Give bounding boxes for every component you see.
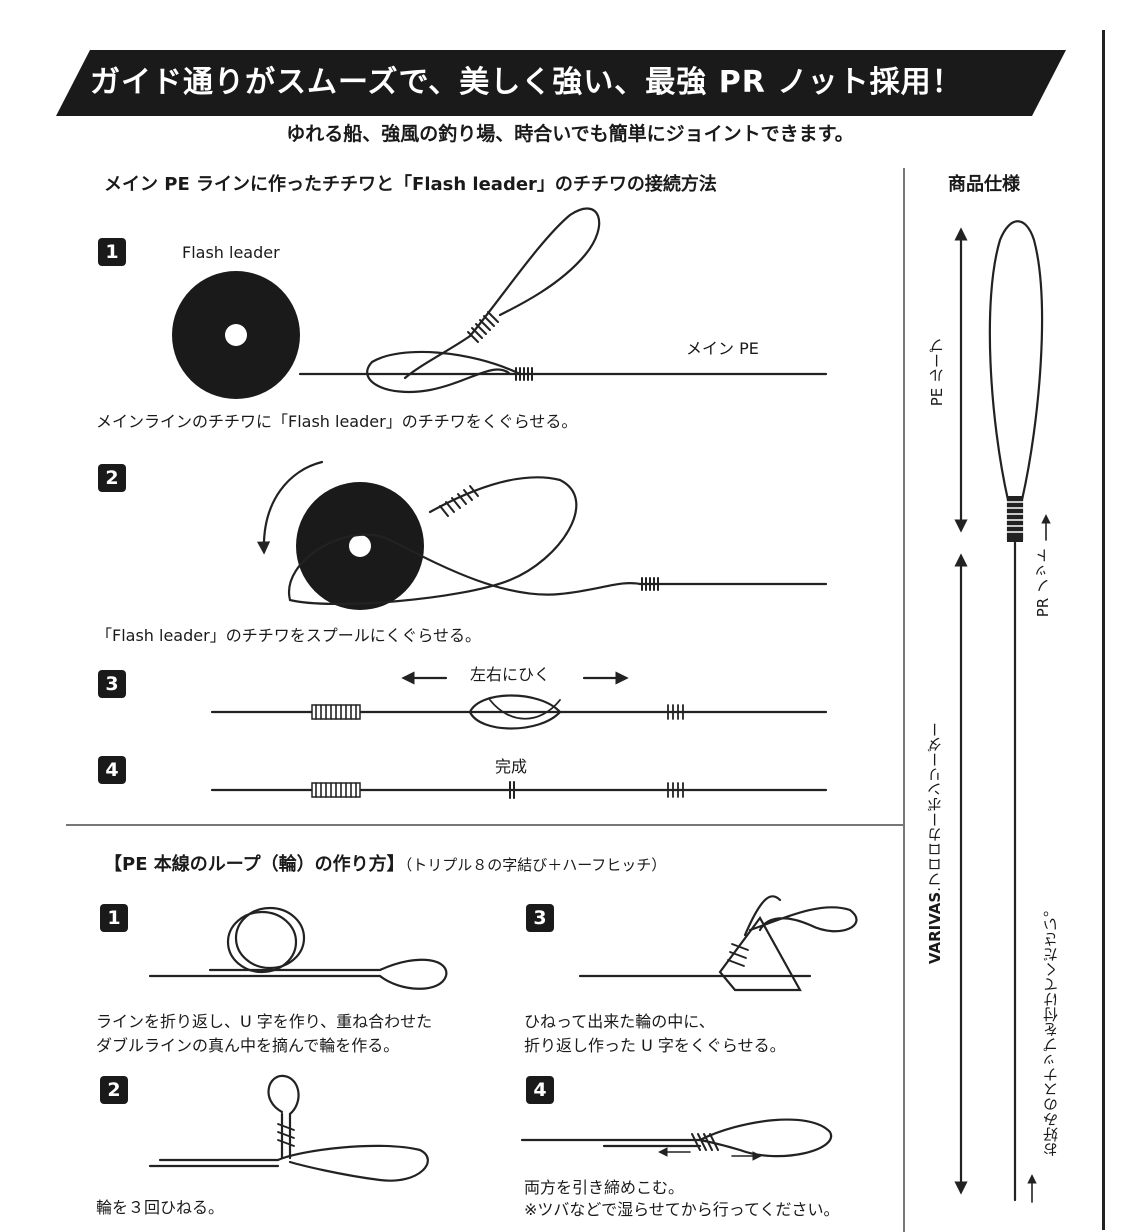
s2-step-2-badge: 2 [100, 1076, 128, 1104]
s2-step-2-caption: 輪を３回ひねる。 [96, 1198, 225, 1217]
s1-step-2-wraps-icon [439, 485, 659, 591]
section-divider [66, 824, 904, 826]
s2-step-1-figure [148, 906, 448, 990]
s2-step-1-badge: 1 [100, 904, 128, 932]
s2-step-3-caption-line1: ひねって出来た輪の中に、 [524, 1012, 715, 1031]
section1-heading: メイン PE ラインに作ったチチワと「Flash leader」のチチワの接続方… [104, 174, 717, 195]
s2-step-4-caption-line1: 両方を引き締めこむ。 [524, 1178, 685, 1197]
s2-step-4-badge: 4 [526, 1076, 554, 1104]
s2-step-3-figure [578, 895, 858, 992]
s1-step-4-badge: 4 [98, 756, 126, 784]
page-subtitle: ゆれる船、強風の釣り場、時合いでも簡単にジョイントできます。 [286, 123, 854, 145]
section2-heading: 【PE 本線のループ（輪）の作り方】（トリプル８の字結び＋ハーフヒッチ） [104, 852, 666, 878]
s1-step-1-figure [172, 207, 828, 399]
pull-both-ways-label: 左右にひく [470, 665, 551, 684]
s2-step-4-caption-line2: ※ツバなどで湿らせてから行ってください。 [524, 1200, 840, 1219]
section2-heading-note: （トリプル８の字結び＋ハーフヒッチ） [404, 856, 667, 874]
page-edge-rule [1102, 30, 1105, 1230]
main-pe-label: メイン PE [686, 339, 759, 358]
flash-leader-label: Flash leader [182, 243, 280, 262]
s1-step-2-badge: 2 [98, 464, 126, 492]
s1-knot-wraps-icon [467, 311, 533, 381]
s2-step-1-caption-line2: ダブルラインの真ん中を摘んで輪を作る。 [96, 1036, 400, 1055]
title-banner [56, 50, 1066, 116]
s2-step-4-figure [520, 1118, 833, 1161]
s1-step-1-caption: メインラインのチチワに「Flash leader」のチチワをくぐらせる。 [96, 412, 578, 431]
section2-heading-main: 【PE 本線のループ（輪）の作り方】 [104, 854, 405, 875]
spec-heading: 商品仕様 [948, 174, 1020, 195]
s2-step-2-figure [148, 1074, 429, 1182]
s2-step-1-caption-line1: ラインを折り返し、U 字を作り、重ね合わせた [96, 1012, 433, 1031]
s2-step-3-caption-line2: 折り返し作った U 字をくぐらせる。 [524, 1036, 786, 1055]
s1-step-3-badge: 3 [98, 670, 126, 698]
column-divider [903, 168, 905, 1232]
spec-diagram [954, 220, 1051, 1203]
s1-step-4-figure [210, 781, 828, 799]
s1-step-2-figure [257, 460, 828, 610]
s1-step-1-badge: 1 [98, 238, 126, 266]
rotate-arrow-icon [257, 460, 324, 555]
s2-step-3-badge: 3 [526, 904, 554, 932]
s1-step-3-figure [210, 671, 828, 730]
s1-step-2-caption: 「Flash leader」のチチワをスプールにくぐらせる。 [96, 626, 482, 645]
complete-label: 完成 [495, 757, 528, 776]
page-title: ガイド通りがスムーズで、美しく強い、最強 PR ノット採用！ [90, 65, 963, 100]
